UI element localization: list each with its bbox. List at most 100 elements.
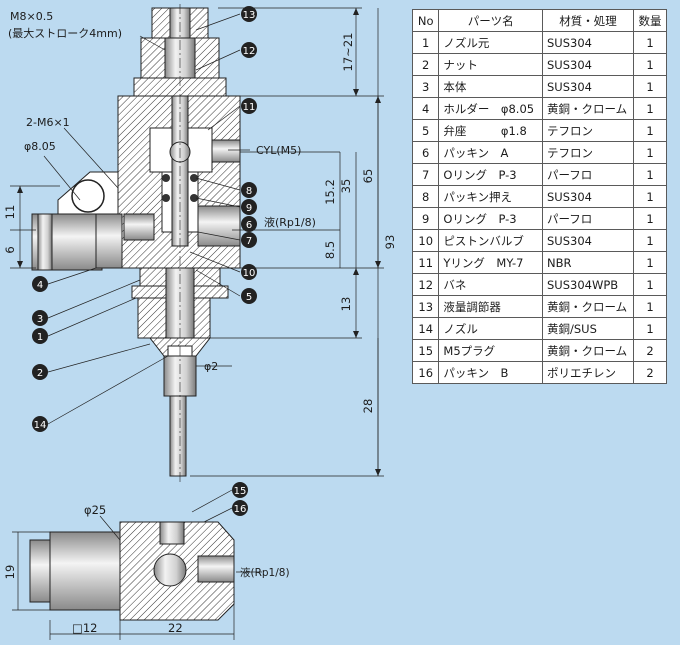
svg-text:6: 6 [246,220,252,231]
cell-material: 黄銅・クローム [541,97,635,120]
cell-material: パーフロ [541,207,635,230]
cell-quantity: 1 [633,251,667,274]
mount-holes-label: 2-M6×1 [26,116,70,129]
cell-no: 6 [411,141,440,164]
dim-65: 65 [361,169,375,184]
callout-15: 15 [232,482,248,498]
svg-text:11: 11 [243,102,256,113]
cell-quantity: 1 [633,75,667,98]
svg-text:3: 3 [37,314,43,325]
cell-part-name: ノズル [438,317,543,340]
cell-no: 7 [411,163,440,186]
header-material: 材質・処理 [541,9,635,32]
cell-material: SUS304 [541,53,635,76]
cell-part-name: パッキン A [438,141,543,164]
cell-material: SUS304 [541,229,635,252]
cell-quantity: 2 [633,361,667,384]
svg-text:13: 13 [243,10,256,21]
callout-12: 12 [241,42,257,58]
svg-text:7: 7 [246,236,252,247]
dim-28: 28 [361,399,375,414]
cell-part-name: Yリング MY-7 [438,251,543,274]
dim-8-5: 8.5 [323,241,337,259]
cell-no: 10 [411,229,440,252]
cell-no: 16 [411,361,440,384]
svg-text:16: 16 [234,504,247,515]
dim-22: 22 [168,621,183,635]
header-part-name: パーツ名 [438,9,543,32]
holder-diameter-label: φ8.05 [24,140,56,153]
liquid-port-label: 液(Rp1/8) [264,215,316,229]
cell-material: NBR [541,251,635,274]
cell-no: 14 [411,317,440,340]
nozzle-diameter-label: φ2 [204,360,218,373]
callout-3: 3 [32,310,48,326]
dim-15-2: 15.2 [323,179,337,205]
cell-material: 黄銅/SUS [541,317,635,340]
cell-quantity: 1 [633,141,667,164]
cell-no: 5 [411,119,440,142]
callout-10: 10 [241,264,257,280]
front-view [31,4,241,482]
svg-text:4: 4 [37,280,43,291]
dim-35: 35 [339,179,353,194]
cell-material: 黄銅・クローム [541,295,635,318]
callout-11: 11 [241,98,257,114]
thread-label: M8×0.5 [10,10,53,23]
cell-quantity: 1 [633,185,667,208]
dim-93: 93 [383,235,397,250]
cell-quantity: 1 [633,97,667,120]
cell-quantity: 1 [633,207,667,230]
callout-13: 13 [241,6,257,22]
svg-text:10: 10 [243,268,256,279]
cyl-port-label: CYL(M5) [256,144,301,157]
cell-part-name: パッキン B [438,361,543,384]
cell-quantity: 1 [633,295,667,318]
cell-quantity: 2 [633,339,667,362]
cell-no: 2 [411,53,440,76]
svg-text:9: 9 [246,203,252,214]
cell-no: 8 [411,185,440,208]
cell-quantity: 1 [633,119,667,142]
dimension-arrows [17,8,381,476]
liquid-port-bottom-label: 液(Rp1/8) [240,566,290,579]
cell-part-name: ピストンバルブ [438,229,543,252]
cell-no: 3 [411,75,440,98]
cell-part-name: ナット [438,53,543,76]
dim-19: 19 [3,565,17,580]
cell-part-name: パッキン押え [438,185,543,208]
svg-text:8: 8 [246,186,252,197]
dim-6: 6 [3,246,17,253]
cell-material: SUS304 [541,31,635,54]
cell-part-name: Oリング P-3 [438,207,543,230]
callout-1: 1 [32,328,48,344]
plan-holder [49,531,121,611]
svg-text:15: 15 [234,486,247,497]
svg-text:1: 1 [37,332,43,343]
stroke-note: (最大ストローク4mm) [8,26,122,40]
cell-material: 黄銅・クローム [541,339,635,362]
dim-13: 13 [339,297,353,312]
cell-quantity: 1 [633,53,667,76]
cell-material: SUS304 [541,185,635,208]
cell-no: 11 [411,251,440,274]
callout-6: 6 [241,216,257,232]
dim-17-21: 17~21 [341,33,355,72]
cell-material: ポリエチレン [541,361,635,384]
callout-16: 16 [232,500,248,516]
callout-7: 7 [241,232,257,248]
cell-part-name: M5プラグ [438,339,543,362]
dim-12: □12 [72,621,98,635]
cell-no: 9 [411,207,440,230]
